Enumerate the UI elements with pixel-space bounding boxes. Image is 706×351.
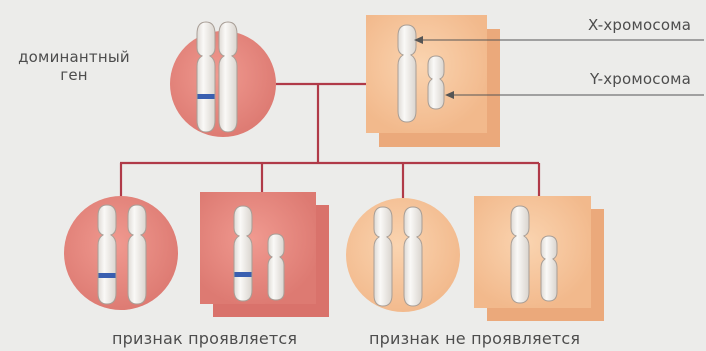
chromosome-x [398,25,416,122]
chromosome-x [374,207,392,306]
chromosome-y [428,56,444,109]
child-female-unaffected [346,198,460,312]
chromosome-x [128,205,146,304]
chromosome-y [541,236,557,301]
dominant-gene-label: доминантный ген [8,48,140,84]
child-male-unaffected [474,196,604,321]
chromosome-x [234,206,252,301]
trait-not-shown-label: признак не проявляется [369,330,580,348]
y-chromosome-label: Y-хромосома [590,70,691,88]
child-female-affected [64,196,178,310]
parent-female-affected [170,22,276,137]
chromosome-x [98,205,116,304]
trait-shown-label: признак проявляется [112,330,297,348]
chromosome-x [511,206,529,303]
child-male-affected [200,192,329,317]
chromosome-x [404,207,422,306]
chromosome-x [197,22,215,132]
x-chromosome-label: X-хромосома [588,16,691,34]
parent-male-unaffected [366,15,500,147]
chromosome-y [268,234,284,300]
chromosome-x [219,22,237,132]
